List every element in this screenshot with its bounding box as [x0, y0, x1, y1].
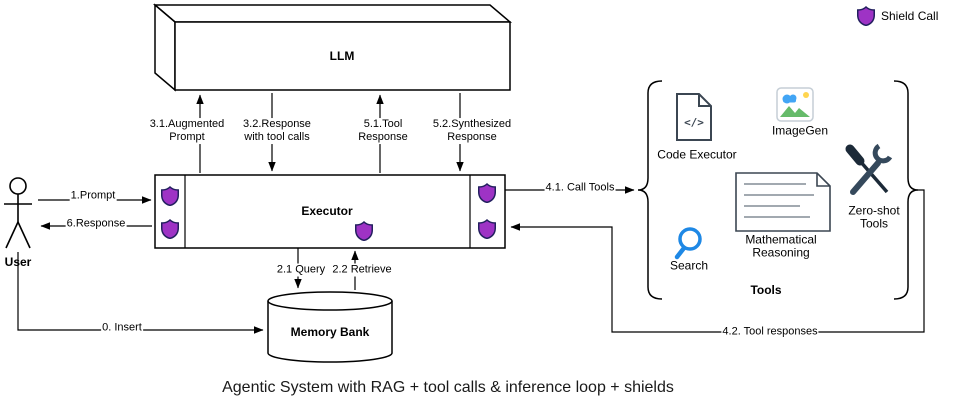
shield-icon: [161, 219, 179, 239]
zero-shot-tools-label: Zero-shot Tools: [848, 203, 900, 231]
edge-label-augmented-prompt: 3.1.Augmented Prompt: [144, 118, 230, 144]
edge-label-tool-responses: 4.2. Tool responses: [721, 325, 819, 339]
executor-node: [154, 174, 506, 249]
llm-label: LLM: [329, 49, 355, 63]
llm-node: [152, 3, 513, 92]
tools-group-right-bracket: [893, 80, 919, 300]
edge-label-tool-response: 5.1.Tool Response: [353, 118, 413, 144]
edge-label-call-tools: 4.1. Call Tools: [544, 181, 616, 195]
edge-label-response: 6.Response: [65, 217, 127, 231]
edge-label-retrieve: 2.2 Retrieve: [331, 263, 393, 277]
code-executor-icon: </>: [676, 93, 712, 141]
memory-bank-node: [267, 291, 393, 363]
zero-shot-tools-icon: [845, 143, 893, 195]
executor-label: Executor: [301, 204, 353, 218]
shield-icon: [478, 183, 496, 203]
shield-icon: [478, 219, 496, 239]
user-figure: [4, 177, 32, 249]
edge-label-query: 2.1 Query: [275, 263, 327, 277]
edge-label-response-with-tool-calls: 3.2.Response with tool calls: [233, 118, 321, 144]
edge-insert: [17, 252, 264, 334]
edge-label-prompt: 1.Prompt: [69, 189, 117, 203]
shield-icon: [857, 6, 875, 26]
math-reasoning-icon: [735, 172, 831, 232]
shield-icon: [161, 186, 179, 206]
shield-icon: [355, 221, 373, 241]
memory-bank-label: Memory Bank: [290, 325, 370, 339]
search-label: Search: [669, 258, 709, 273]
math-formulas: [744, 183, 814, 218]
tools-group-left-bracket: [637, 80, 663, 300]
imagegen-icon: [776, 87, 814, 122]
user-label: User: [4, 255, 32, 269]
tools-group-label: Tools: [750, 283, 782, 297]
math-reasoning-label: Mathematical Reasoning: [745, 232, 817, 260]
diagram-caption: Agentic System with RAG + tool calls & i…: [222, 379, 674, 396]
edge-label-synthesized-response: 5.2.Synthesized Response: [426, 118, 518, 144]
imagegen-label: ImageGen: [771, 123, 829, 138]
search-icon: [674, 227, 702, 260]
legend-shield-call-label: Shield Call: [881, 9, 939, 23]
code-executor-label: Code Executor: [657, 147, 737, 162]
edge-label-insert: 0. Insert: [101, 321, 143, 335]
code-glyph: </>: [684, 116, 704, 129]
